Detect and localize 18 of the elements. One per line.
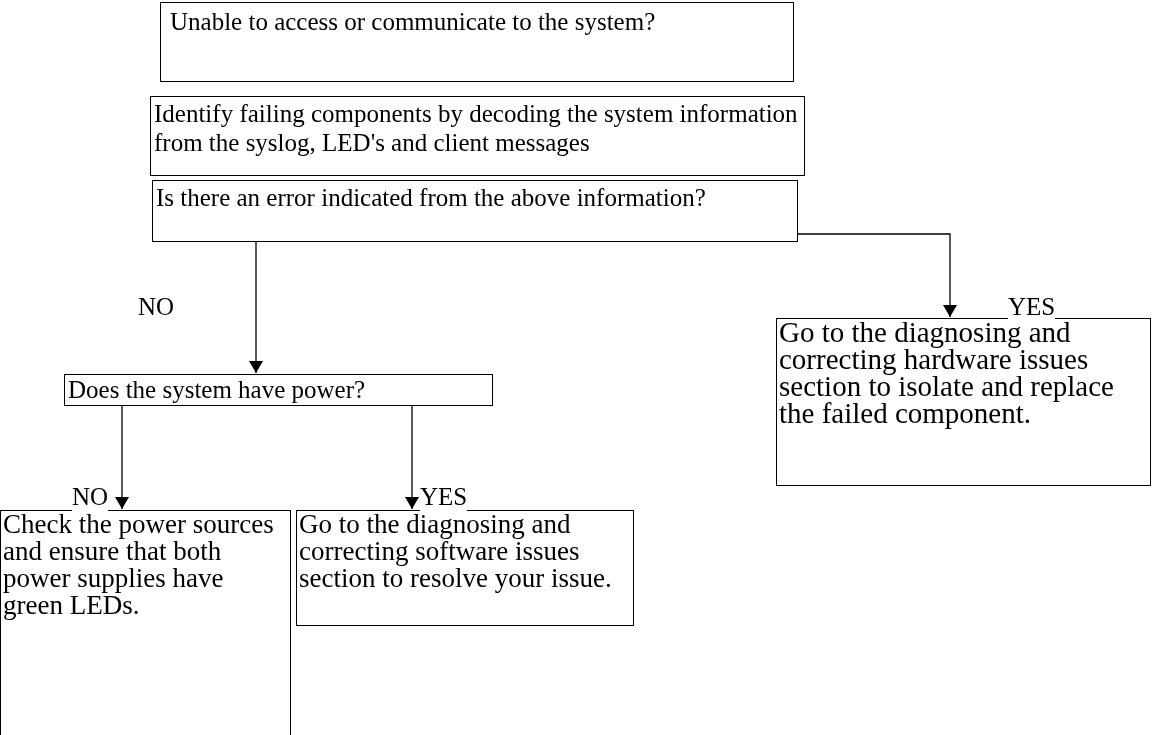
box-text: Check the power sources and ensure that both power supplies have green LEDs. — [3, 511, 275, 619]
process-box — [64, 374, 493, 406]
box-text: Go to the diagnosing and correcting hardware issues section to isolate and replace the failed component. — [779, 319, 1115, 427]
box-text: Unable to access or communicate to the system? — [170, 7, 657, 36]
box-text: Go to the diagnosing and correcting software issues section to resolve your issue. — [299, 511, 613, 592]
process-box — [160, 2, 794, 82]
arrow — [797, 233, 957, 318]
arrow — [115, 405, 129, 510]
box-text: Is there an error indicated from the above information? — [156, 183, 707, 212]
box-text: Does the system have power? — [68, 375, 367, 404]
process-box — [150, 96, 805, 176]
process-box — [152, 180, 798, 242]
process-box — [296, 510, 634, 626]
process-box — [776, 318, 1151, 486]
arrow — [405, 405, 419, 510]
box-text: Identify failing components by decoding the system information from the syslog, LED's and client messages — [154, 99, 799, 157]
arrow — [249, 241, 263, 374]
process-box — [0, 510, 291, 735]
